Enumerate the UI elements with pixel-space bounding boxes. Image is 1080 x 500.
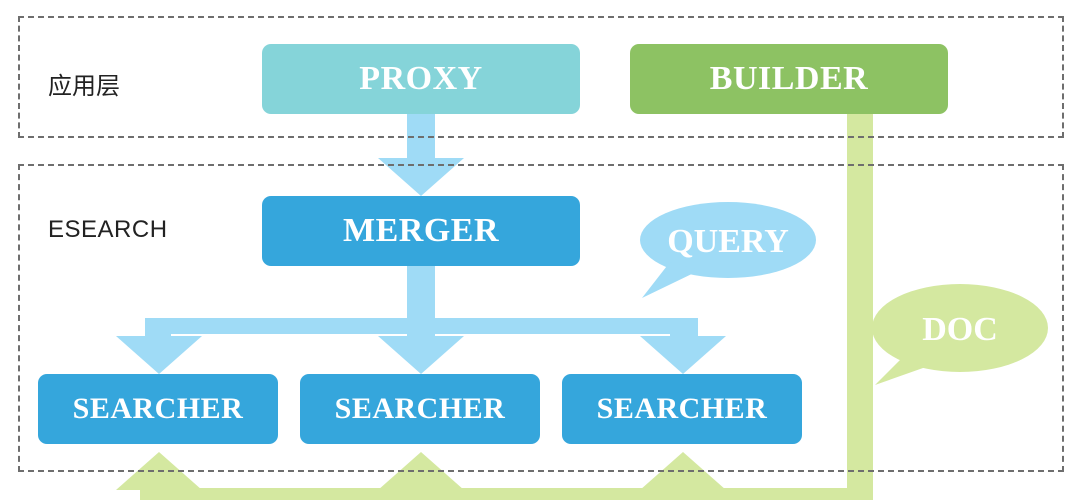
drop-3	[670, 318, 698, 340]
searcher-3-arrowhead	[640, 336, 726, 374]
query-bubble-label: QUERY	[667, 223, 789, 260]
proxy-node: PROXY	[262, 44, 580, 114]
doc-bubble-label: DOC	[922, 311, 998, 348]
searcher-2-arrowhead	[378, 336, 464, 374]
searcher-node-1: SEARCHER	[38, 374, 278, 444]
searcher-1-arrowhead	[116, 336, 202, 374]
builder-node: BUILDER	[630, 44, 948, 114]
proxy-to-merger-stem	[407, 114, 435, 166]
drop-1	[145, 318, 171, 340]
query-flow	[116, 114, 816, 374]
doc-bottom-bar	[140, 488, 873, 500]
esearch-layer	[18, 164, 1064, 472]
application-layer	[18, 16, 1064, 138]
query-bubble	[640, 202, 816, 278]
builder-stem	[847, 114, 873, 500]
esearch-layer-label: ESEARCH	[48, 216, 168, 243]
searcher-node-3: SEARCHER	[562, 374, 802, 444]
doc-bubble-tail	[875, 352, 940, 385]
drop-2	[407, 318, 435, 340]
searcher-node-2: SEARCHER	[300, 374, 540, 444]
application-layer-label: 应用层	[48, 72, 120, 100]
query-bubble-tail	[642, 262, 700, 298]
merger-node: MERGER	[262, 196, 580, 266]
proxy-to-merger-arrowhead	[378, 158, 464, 196]
doc-bubble	[872, 284, 1048, 372]
